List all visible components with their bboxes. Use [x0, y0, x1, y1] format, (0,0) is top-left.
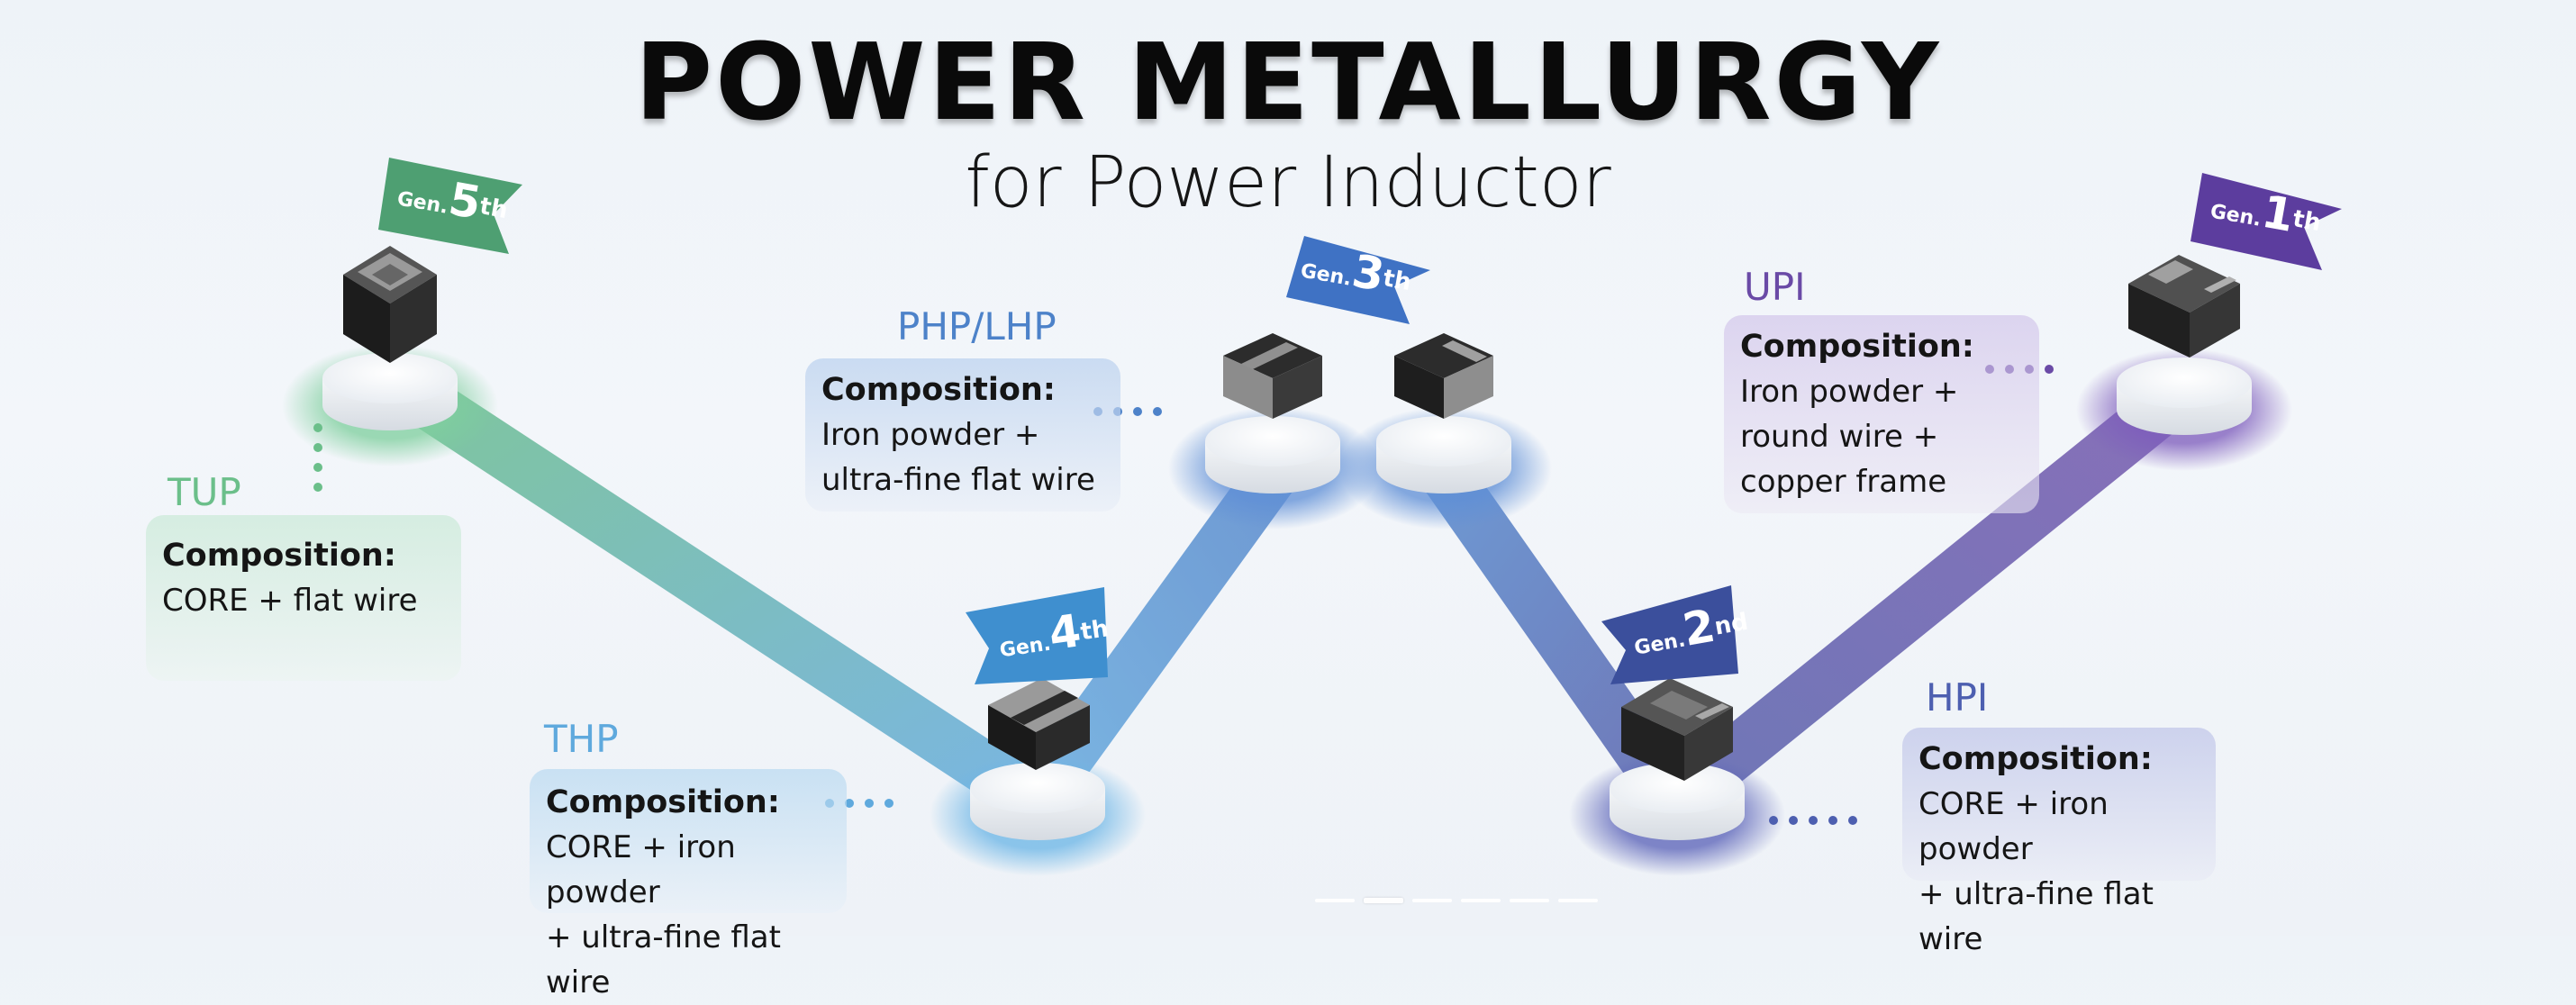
page-title: POWER METALLURGY	[634, 20, 1942, 144]
composition-heading: Composition:	[1918, 741, 2153, 777]
composition-heading: Composition:	[821, 372, 1056, 408]
composition-card-upi: Composition: Iron powder + round wire + …	[1724, 315, 2039, 513]
gen4-flag	[966, 587, 1108, 684]
carousel-dot[interactable]	[1315, 899, 1355, 902]
carousel-dot[interactable]	[1461, 899, 1501, 902]
carousel-dot[interactable]	[1412, 899, 1452, 902]
inductor-chips	[343, 246, 2240, 781]
carousel-dot[interactable]	[1558, 899, 1598, 902]
carousel-dot[interactable]	[1510, 899, 1549, 902]
generation-flags	[378, 158, 2342, 684]
composition-text: CORE + flat wire	[162, 583, 418, 619]
composition-heading: Composition:	[162, 538, 396, 574]
product-label-php-lhp: PHP/LHP	[897, 304, 1057, 349]
composition-card-hpi: Composition: CORE + iron powder + ultra-…	[1902, 728, 2216, 957]
composition-text: Iron powder + round wire + copper frame	[1740, 374, 1959, 500]
product-label-tup: TUP	[168, 470, 241, 514]
product-label-upi: UPI	[1744, 265, 1806, 309]
composition-card-thp: Composition: CORE + iron powder + ultra-…	[530, 769, 847, 1000]
composition-heading: Composition:	[546, 784, 780, 820]
composition-heading: Composition:	[1740, 329, 1974, 365]
composition-card-php-lhp: Composition: Iron powder + ultra-fine fl…	[805, 358, 1120, 512]
carousel-dot-active[interactable]	[1364, 898, 1403, 903]
gen2-flag	[1601, 585, 1738, 684]
infographic-banner: Gen.5th Gen.4th Gen.3th Gen.2nd Gen.1th …	[146, 20, 2342, 1000]
gen1-flag	[2191, 173, 2342, 270]
product-label-thp: THP	[544, 717, 619, 761]
composition-text: CORE + iron powder + ultra-fine flat wir…	[546, 829, 781, 1000]
gen5-flag	[378, 158, 522, 254]
gen3-flag	[1286, 236, 1430, 324]
product-label-hpi: HPI	[1926, 675, 1989, 720]
page-subtitle: for Power Inductor	[965, 142, 1611, 223]
composition-text: CORE + iron powder + ultra-fine flat wir…	[1918, 786, 2154, 957]
composition-card-tup: Composition: CORE + flat wire	[146, 515, 461, 681]
composition-text: Iron powder + ultra-fine flat wire	[821, 417, 1095, 498]
generation-path-diagram	[282, 158, 2342, 876]
pedestals	[322, 353, 2252, 840]
